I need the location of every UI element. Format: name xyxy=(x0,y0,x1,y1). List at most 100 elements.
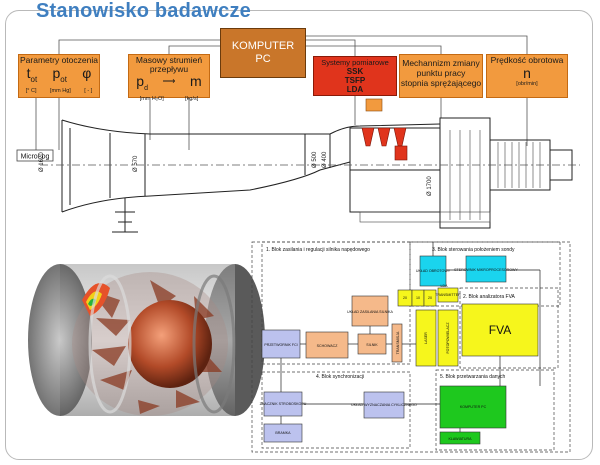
motor-detail xyxy=(359,130,541,223)
block-uklad-wyzn xyxy=(363,391,405,419)
block-zasilanie xyxy=(351,295,389,327)
measurement-item-ssk: SSK xyxy=(346,67,364,76)
measurement-heading: Systemy pomiarowe xyxy=(321,58,389,67)
label-lda: LDA xyxy=(441,284,449,288)
box-mass-flow-heading-2: przepływu xyxy=(149,64,189,74)
label-zasilanie: UKŁAD ZASILANIA SILNIKA xyxy=(347,310,394,314)
block-transmisja xyxy=(391,323,403,363)
section-1-title: 1. Blok zasilania i regulacji silnika na… xyxy=(266,247,370,253)
page-title: Stanowisko badawcze xyxy=(36,0,251,22)
dimension-labels: Ø 1620 Ø 570 Ø 500 Ø 400 Ø 1700 xyxy=(39,151,433,196)
turbine-3d-render xyxy=(28,264,265,416)
block-schowacz xyxy=(305,331,349,359)
stand xyxy=(112,198,138,233)
block-transmitter xyxy=(437,287,459,303)
mechanism-line-2: punktu pracy xyxy=(416,68,466,78)
box-environment-heading: Parametry otoczenia xyxy=(20,55,98,65)
speed-heading: Prędkość obrotowa xyxy=(490,55,564,65)
block-laser xyxy=(415,309,437,367)
symbol-t-sub: ot xyxy=(30,74,38,84)
frame-border xyxy=(5,10,593,460)
probe-region xyxy=(361,127,408,161)
symbol-t: t xyxy=(26,65,31,81)
unit-t: [° C] xyxy=(25,87,37,94)
unit-p: [mm Hg] xyxy=(50,87,71,94)
port-label-3: 20 xyxy=(428,296,432,300)
box-rotational-speed: Prędkość obrotowa n [obr/min] xyxy=(486,54,568,98)
label-przetwornik: PRZETWORNIK FCI xyxy=(264,343,297,347)
port-label-1: 20 xyxy=(403,296,407,300)
section-5-title: 5. Blok przetwarzania danych xyxy=(440,374,506,380)
box-measurement-systems: Systemy pomiarowe SSK TSFP LDA xyxy=(313,56,397,96)
box-mass-flow-units: [mm H₂O] [kg/s] xyxy=(129,96,209,103)
block-arrows xyxy=(280,242,541,432)
arrow-icon: ⟶ xyxy=(162,76,176,86)
dim-500: Ø 500 xyxy=(312,151,318,168)
box-mass-flow-heading-1: Masowy strumień xyxy=(135,55,203,65)
label-schowacz: SCHOWACZ xyxy=(317,344,339,348)
block-port-3 xyxy=(423,289,437,307)
measurement-item-lda: LDA xyxy=(346,85,364,94)
box-environment: Parametry otoczenia tot pot φ [° C] [mm … xyxy=(18,54,100,98)
symbol-phi: φ xyxy=(82,65,92,81)
symbol-p-d: p xyxy=(136,73,145,89)
computer-line-1: KOMPUTER xyxy=(231,40,295,52)
box-mass-flow-symbols: pd ⟶ m xyxy=(129,74,209,96)
mechanism-line-1: Mechannizm zmiany xyxy=(402,58,480,68)
label-sterownik: STEROWNIK MIKROPROCESOROWY xyxy=(454,268,518,272)
section-titles: 1. Blok zasilania i regulacji silnika na… xyxy=(266,247,516,380)
dim-1700: Ø 1700 xyxy=(427,176,433,196)
block-komputer xyxy=(439,385,507,429)
microlog-box xyxy=(16,149,54,162)
block-sections xyxy=(251,241,571,453)
block-fotopowielacz xyxy=(437,309,459,367)
measurement-item-tsfp: TSFP xyxy=(344,76,366,85)
label-znacznik: ZNACZNIK STROBOSKOPU xyxy=(260,402,307,406)
box-mechanism: Mechannizm zmiany punktu pracy stopnia s… xyxy=(399,54,483,98)
section-4-title: 4. Blok synchronizacji xyxy=(316,374,364,380)
speed-unit: [obr/min] xyxy=(516,81,538,87)
dim-400: Ø 400 xyxy=(322,151,328,168)
box-environment-symbols: tot pot φ xyxy=(19,65,99,88)
label-silnik: SILNIK xyxy=(366,343,378,347)
wind-tunnel xyxy=(40,117,580,229)
speed-symbol: n xyxy=(523,65,531,81)
block-bramka xyxy=(263,423,303,443)
block-sterownik xyxy=(465,255,507,283)
symbol-p: p xyxy=(52,65,61,81)
section-2-title: 2. Blok analizatora FVA xyxy=(463,294,516,300)
block-znacznik xyxy=(263,391,303,417)
symbol-p-sub: ot xyxy=(60,74,67,84)
dim-1620: Ø 1620 xyxy=(39,152,45,172)
computer-line-2: PC xyxy=(255,53,271,65)
unit-m: [kg/s] xyxy=(185,95,199,102)
label-transmitter: TRANSMITTER xyxy=(435,293,461,297)
small-probe-box xyxy=(365,98,383,112)
mechanism-line-3: stopnia sprężającego xyxy=(400,78,482,88)
symbol-m: m xyxy=(190,73,202,89)
label-komputer: KOMPUTER PC xyxy=(460,405,487,409)
block-labels: PRZETWORNIK FCI SCHOWACZ UKŁAD ZASILANIA… xyxy=(260,268,519,441)
symbol-p-d-sub: d xyxy=(144,84,148,92)
label-uklad-obrotowy: UKŁAD OBROTOWY xyxy=(416,269,451,273)
blocks xyxy=(261,255,539,445)
label-klawiatura: KLAWIATURA xyxy=(449,437,473,441)
label-laser: LASER xyxy=(424,332,428,344)
block-uklad-obrotowy xyxy=(419,255,447,287)
box-mass-flow: Masowy strumień przepływu pd ⟶ m [mm H₂O… xyxy=(128,54,210,102)
dim-570: Ø 570 xyxy=(133,155,139,172)
box-environment-units: [° C] [mm Hg] [ - ] xyxy=(19,88,99,95)
section-3-title: 3. Blok sterowania położeniem sondy xyxy=(432,247,515,253)
unit-pd: [mm H₂O] xyxy=(139,95,164,102)
computer-pc-box: KOMPUTER PC xyxy=(220,28,306,78)
label-bramka: BRAMKA xyxy=(275,431,291,435)
label-fotopowielacz: FOTOPOWIELACZ xyxy=(446,322,450,354)
unit-phi: [ - ] xyxy=(84,87,93,94)
label-transmisja: TRANSMISJA xyxy=(396,331,400,354)
microlog-label: MicroLog xyxy=(21,154,50,161)
label-uklad-wyzn: UKŁAD WYZNACZANIA CYKLICZNEGO xyxy=(351,403,417,407)
port-label-2: 10 xyxy=(416,296,420,300)
block-fva xyxy=(461,303,539,357)
